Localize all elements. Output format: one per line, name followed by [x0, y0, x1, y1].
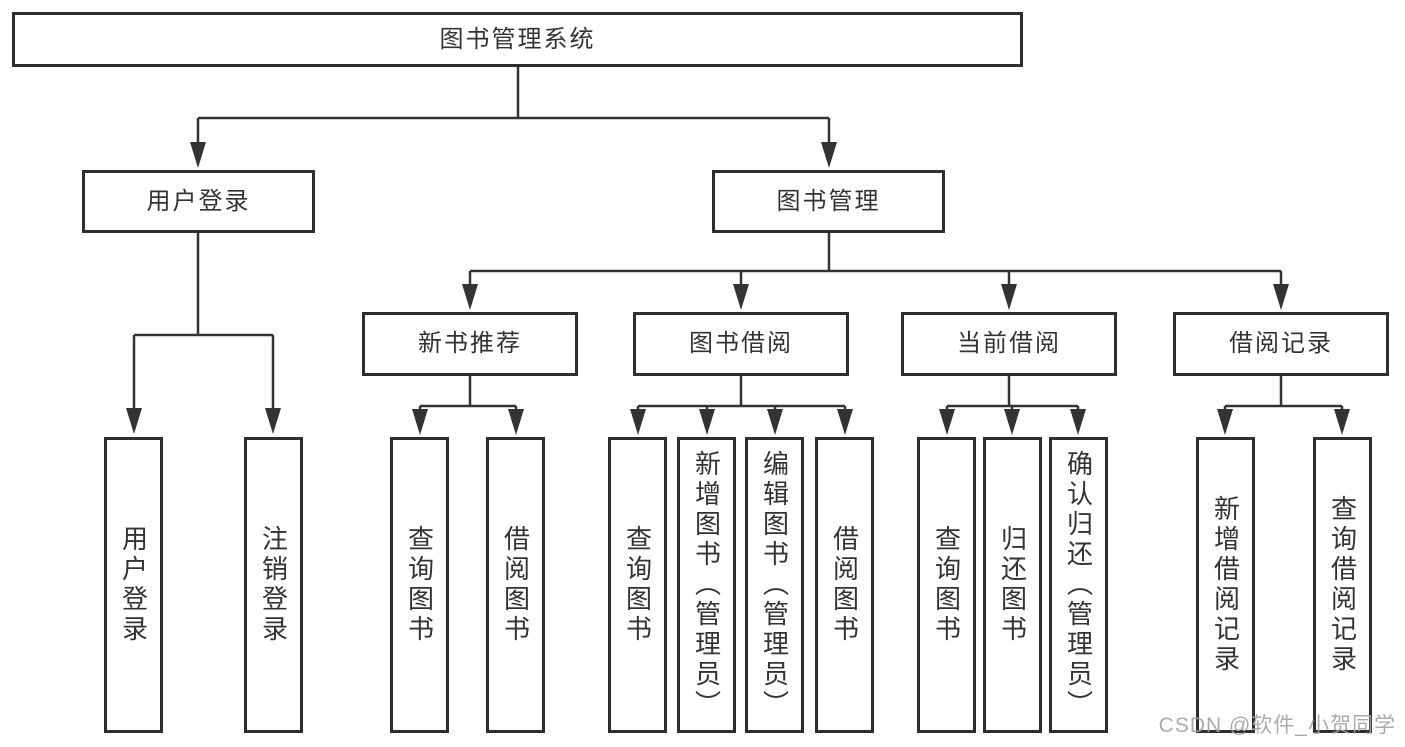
node-query-borrow-record: 查询借阅记录 — [1313, 437, 1372, 733]
node-return-book: 归还图书 — [983, 437, 1042, 733]
node-new-book-recommend: 新书推荐 — [362, 312, 578, 376]
node-user-login-leaf: 用户登录 — [104, 437, 163, 733]
node-query-books-recommend: 查询图书 — [390, 437, 449, 733]
node-confirm-return-admin: 确认归还（管理员） — [1049, 437, 1108, 733]
csdn-watermark: CSDN @软件_小贺同学 — [1158, 714, 1396, 737]
node-query-books-current: 查询图书 — [917, 437, 976, 733]
node-query-books-borrow: 查询图书 — [608, 437, 667, 733]
node-borrow-records: 借阅记录 — [1173, 312, 1389, 376]
node-user-login: 用户登录 — [82, 170, 315, 233]
node-borrow-books-recommend: 借阅图书 — [486, 437, 545, 733]
node-edit-book-admin: 编辑图书（管理员） — [745, 437, 804, 733]
node-borrow-books-leaf: 借阅图书 — [815, 437, 874, 733]
node-logout-leaf: 注销登录 — [244, 437, 303, 733]
node-book-management: 图书管理 — [712, 170, 945, 233]
node-book-borrow: 图书借阅 — [633, 312, 849, 376]
node-add-borrow-record: 新增借阅记录 — [1196, 437, 1255, 733]
node-current-borrow: 当前借阅 — [901, 312, 1117, 376]
node-root: 图书管理系统 — [12, 12, 1023, 67]
node-add-book-admin: 新增图书（管理员） — [677, 437, 736, 733]
